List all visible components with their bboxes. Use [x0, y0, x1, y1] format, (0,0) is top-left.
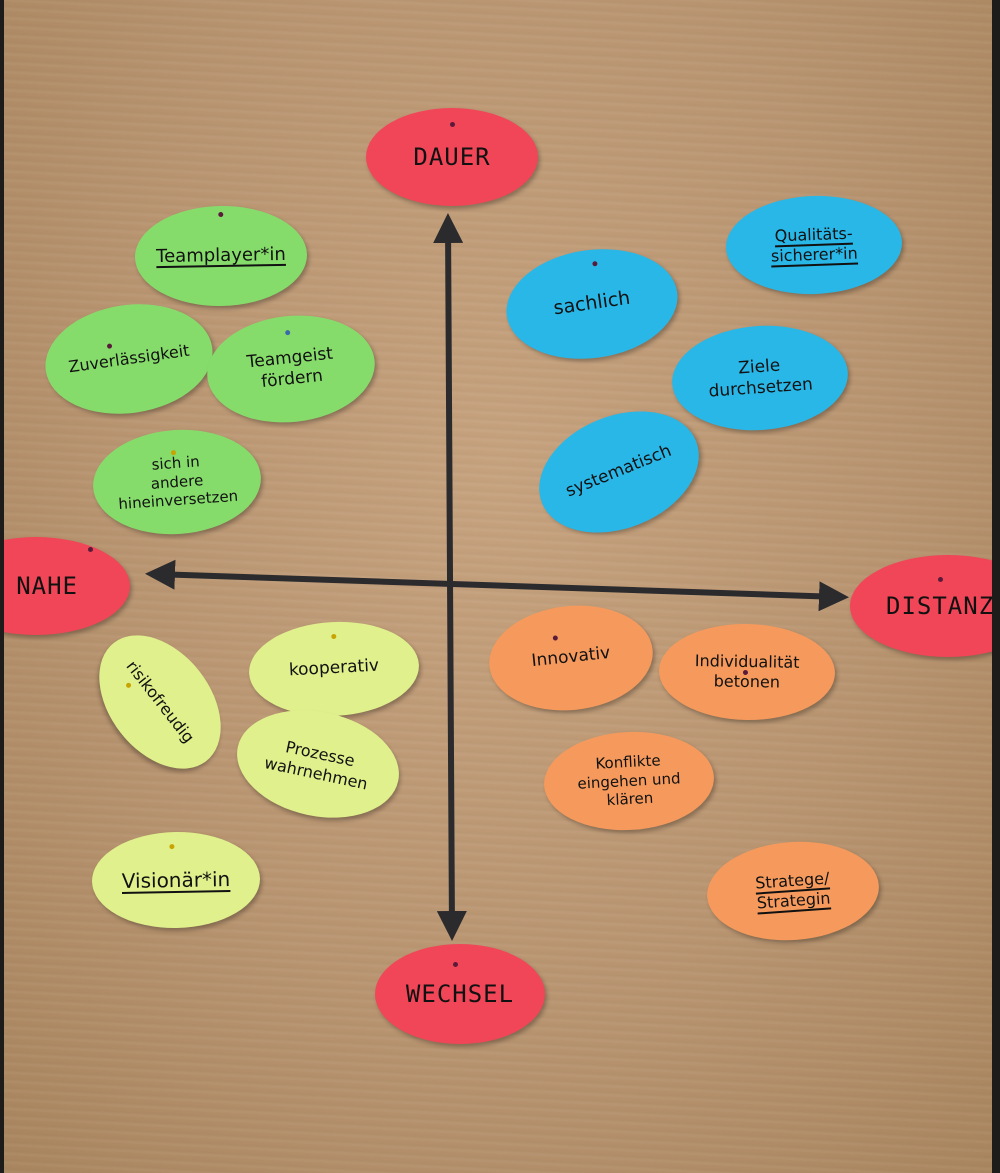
card-hineinversetzen-label: sich in andere hineinversetzen [117, 452, 239, 514]
pole-distanz-label: DISTANZ [886, 592, 992, 620]
card-systematisch-label: systematisch [562, 441, 675, 502]
brown-paper-board: DAUER NAHE DISTANZ WECHSEL Teamplayer*in… [4, 0, 992, 1173]
pole-dauer-label: DAUER [413, 143, 491, 171]
card-qualitaetssicherer-label: Qualitäts- sicherer*in [770, 223, 859, 266]
pole-distanz: DISTANZ [850, 555, 992, 657]
card-teamplayer-label: Teamplayer*in [156, 243, 286, 267]
card-visionaer-label: Visionär*in [121, 866, 231, 893]
card-innovativ-label: Innovativ [530, 643, 612, 672]
card-kooperativ-label: kooperativ [288, 656, 380, 681]
axis-cross [145, 213, 849, 941]
card-stratege-label: Stratege/ Strategin [754, 868, 832, 913]
card-risikofreudig-label: risikofreudig [122, 656, 199, 747]
pole-dauer: DAUER [366, 108, 538, 206]
pole-nahe-label: NAHE [16, 572, 78, 600]
horizontal-axis-arrow [145, 559, 849, 612]
card-ziele-durchsetzen-label: Ziele durchsetzen [707, 355, 814, 402]
pole-wechsel: WECHSEL [375, 944, 545, 1044]
card-konflikte-label: Konflikte eingehen und klären [576, 751, 681, 810]
card-sachlich-label: sachlich [552, 286, 632, 320]
vertical-axis-arrow [433, 213, 467, 941]
pole-wechsel-label: WECHSEL [405, 980, 515, 1008]
card-prozesse-wahrnehmen-label: Prozesse wahrnehmen [262, 737, 370, 794]
card-zuverlaessigkeit-label: Zuverlässigkeit [67, 340, 191, 377]
card-teamgeist-label: Teamgeist fördern [245, 343, 334, 393]
